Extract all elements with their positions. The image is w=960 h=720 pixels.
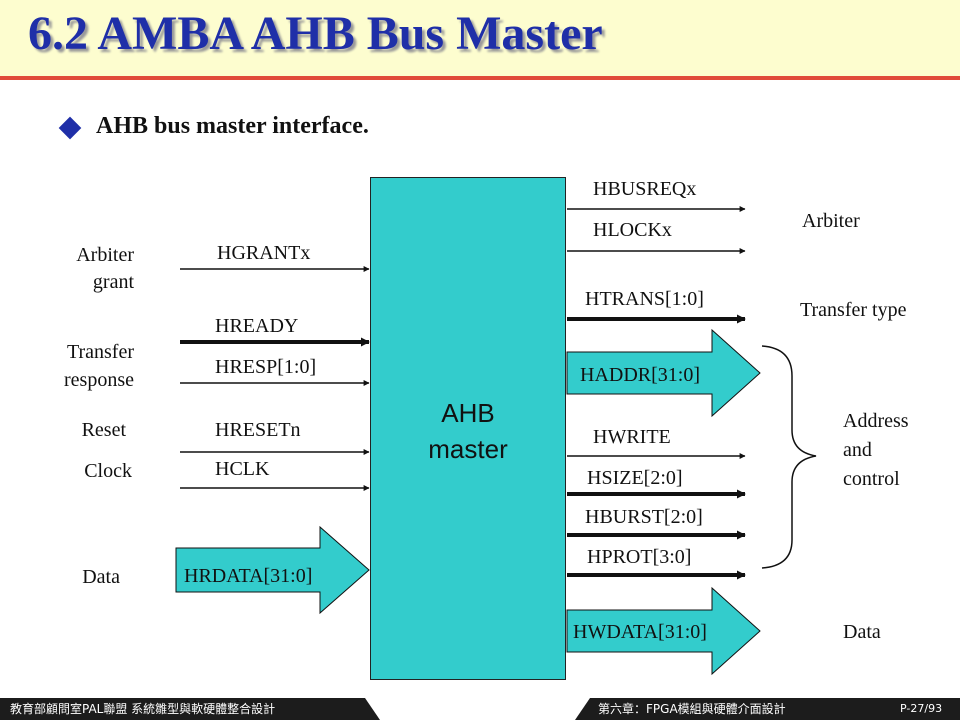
hresp-label: HRESP[1:0] (215, 356, 317, 378)
htrans-label: HTRANS[1:0] (585, 288, 704, 310)
hrdata-bus-arrow (175, 525, 370, 615)
transfer-type-label: Transfer type (800, 299, 907, 321)
transfer-response-label: Transfer response (64, 341, 134, 391)
hwdata-label: HWDATA[31:0] (573, 621, 707, 643)
hprot-label: HPROT[3:0] (587, 546, 692, 568)
hsize-label: HSIZE[2:0] (587, 467, 683, 489)
hclk-label: HCLK (215, 458, 270, 480)
hwdata-bus-arrow (566, 586, 761, 676)
arbiter-label: Arbiter (802, 210, 860, 232)
hburst-label: HBURST[2:0] (585, 506, 703, 528)
reset-label: Reset (81, 419, 126, 441)
hwrite-label: HWRITE (593, 426, 671, 448)
page-number: P-27/93 (900, 702, 943, 715)
arbiter-grant-label: Arbiter grant (76, 244, 134, 293)
address-control-label: Address and control (843, 410, 909, 490)
haddr-bus-arrow (566, 328, 761, 418)
address-control-brace (761, 345, 817, 569)
data-out-label: Data (843, 621, 881, 643)
subtitle: AHB bus master interface. (96, 113, 369, 139)
hrdata-label: HRDATA[31:0] (184, 565, 313, 587)
footer-left-banner (0, 698, 380, 720)
slide-title: 6.2 AMBA AHB Bus Master (28, 7, 603, 60)
hbusreqx-label: HBUSREQx (593, 178, 697, 200)
footer-right-text: 第六章：FPGA模組與硬體介面設計 (598, 702, 786, 716)
hready-label: HREADY (215, 315, 299, 337)
data-in-label: Data (82, 566, 120, 588)
master-block-label: AHB master (428, 398, 508, 464)
hgrantx-label: HGRANTx (217, 242, 311, 264)
hlockx-label: HLOCKx (593, 219, 672, 241)
haddr-label: HADDR[31:0] (580, 364, 700, 386)
ahb-master-block (370, 177, 566, 680)
footer-right-banner (575, 698, 960, 720)
clock-label: Clock (84, 460, 132, 482)
title-bar (0, 0, 960, 80)
footer-left-text: 教育部顧問室PAL聯盟 系統雛型與軟硬體整合設計 (10, 702, 276, 716)
hresetn-label: HRESETn (215, 419, 301, 441)
